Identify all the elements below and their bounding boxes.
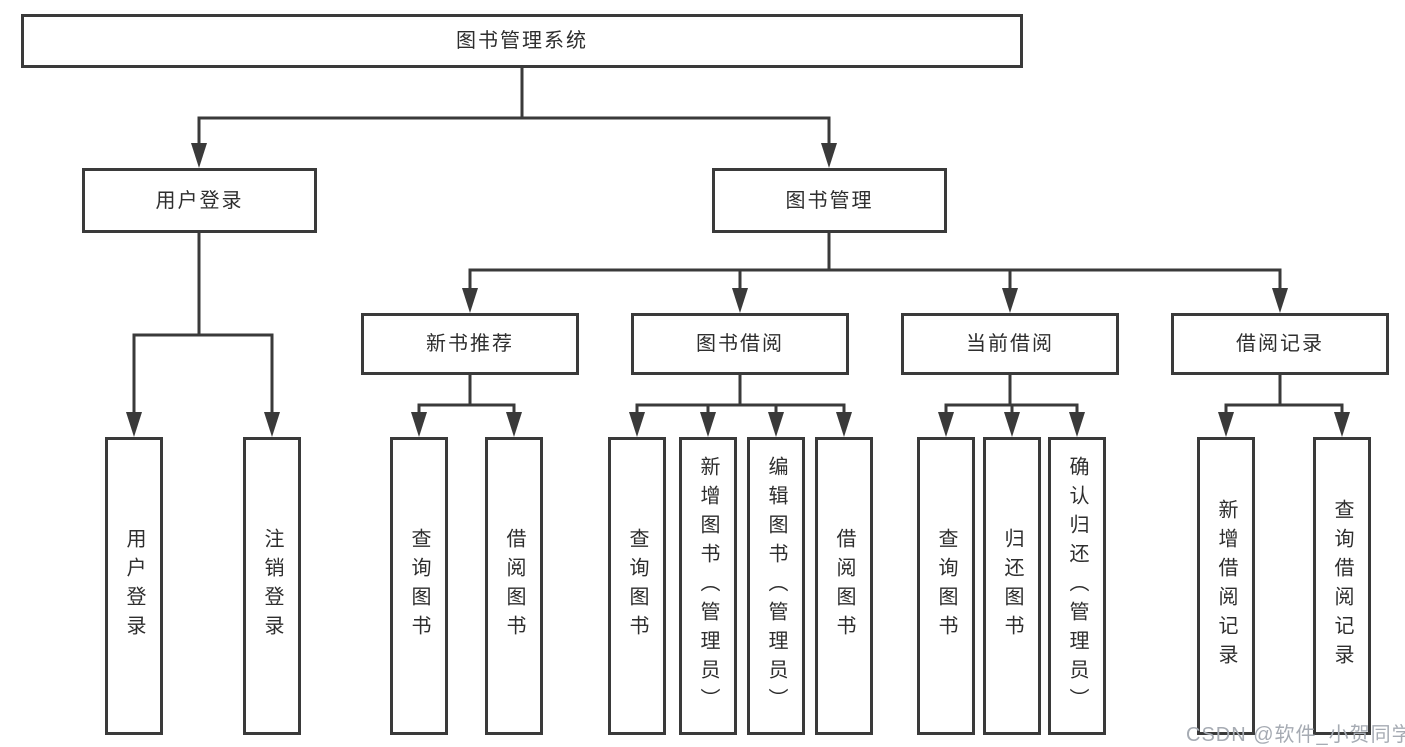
node-leaf-add-borrow-record: 新增借阅记录 xyxy=(1197,437,1255,735)
arrowhead-icon xyxy=(1218,412,1234,437)
arrowhead-icon xyxy=(836,412,852,437)
arrowhead-icon xyxy=(938,412,954,437)
node-leaf-borrow-book: 借阅图书 xyxy=(815,437,873,735)
node-book-management: 图书管理 xyxy=(712,168,947,233)
node-leaf-return-book: 归还图书 xyxy=(983,437,1041,735)
arrowhead-icon xyxy=(768,412,784,437)
node-user-login-group: 用户登录 xyxy=(82,168,317,233)
node-label: 新增借阅记录 xyxy=(1215,499,1237,673)
arrowhead-icon xyxy=(1004,412,1020,437)
node-label: 查询图书 xyxy=(935,528,957,644)
arrowhead-icon xyxy=(700,412,716,437)
node-label: 注销登录 xyxy=(261,528,283,644)
node-library-system: 图书管理系统 xyxy=(21,14,1023,68)
node-leaf-edit-book-admin: 编辑图书（管理员） xyxy=(747,437,805,735)
node-leaf-logout: 注销登录 xyxy=(243,437,301,735)
node-label: 当前借阅 xyxy=(966,333,1054,355)
node-leaf-add-book-admin: 新增图书（管理员） xyxy=(679,437,737,735)
node-label: 新增图书（管理员） xyxy=(697,455,719,717)
node-label: 查询图书 xyxy=(626,528,648,644)
node-leaf-borrow-book-rec: 借阅图书 xyxy=(485,437,543,735)
node-label: 新书推荐 xyxy=(426,333,514,355)
arrowhead-icon xyxy=(1069,412,1085,437)
node-book-borrowing: 图书借阅 xyxy=(631,313,849,375)
arrowhead-icon xyxy=(1002,288,1018,313)
node-leaf-query-book-borrow: 查询图书 xyxy=(608,437,666,735)
node-current-borrowing: 当前借阅 xyxy=(901,313,1119,375)
node-label: 借阅记录 xyxy=(1236,333,1324,355)
node-label: 编辑图书（管理员） xyxy=(765,455,787,717)
arrowhead-icon xyxy=(126,412,142,437)
arrowhead-icon xyxy=(1334,412,1350,437)
node-label: 归还图书 xyxy=(1001,528,1023,644)
node-label: 借阅图书 xyxy=(503,528,525,644)
node-label: 用户登录 xyxy=(123,528,145,644)
node-label: 借阅图书 xyxy=(833,528,855,644)
node-leaf-query-book-current: 查询图书 xyxy=(917,437,975,735)
arrowhead-icon xyxy=(732,288,748,313)
node-leaf-query-borrow-record: 查询借阅记录 xyxy=(1313,437,1371,735)
arrowhead-icon xyxy=(506,412,522,437)
arrowhead-icon xyxy=(821,143,837,168)
node-label: 图书管理系统 xyxy=(456,30,588,52)
node-leaf-confirm-return: 确认归还（管理员） xyxy=(1048,437,1106,735)
node-label: 确认归还（管理员） xyxy=(1066,455,1088,717)
node-label: 图书管理 xyxy=(785,189,874,212)
node-label: 用户登录 xyxy=(155,189,244,212)
node-leaf-user-login: 用户登录 xyxy=(105,437,163,735)
node-leaf-query-book-rec: 查询图书 xyxy=(390,437,448,735)
node-borrowing-records: 借阅记录 xyxy=(1171,313,1389,375)
arrowhead-icon xyxy=(629,412,645,437)
node-label: 图书借阅 xyxy=(696,333,784,355)
node-label: 查询图书 xyxy=(408,528,430,644)
arrowhead-icon xyxy=(1272,288,1288,313)
node-label: 查询借阅记录 xyxy=(1331,499,1353,673)
arrowhead-icon xyxy=(411,412,427,437)
arrowhead-icon xyxy=(264,412,280,437)
arrowhead-icon xyxy=(462,288,478,313)
node-new-book-recommend: 新书推荐 xyxy=(361,313,579,375)
arrowhead-icon xyxy=(191,143,207,168)
